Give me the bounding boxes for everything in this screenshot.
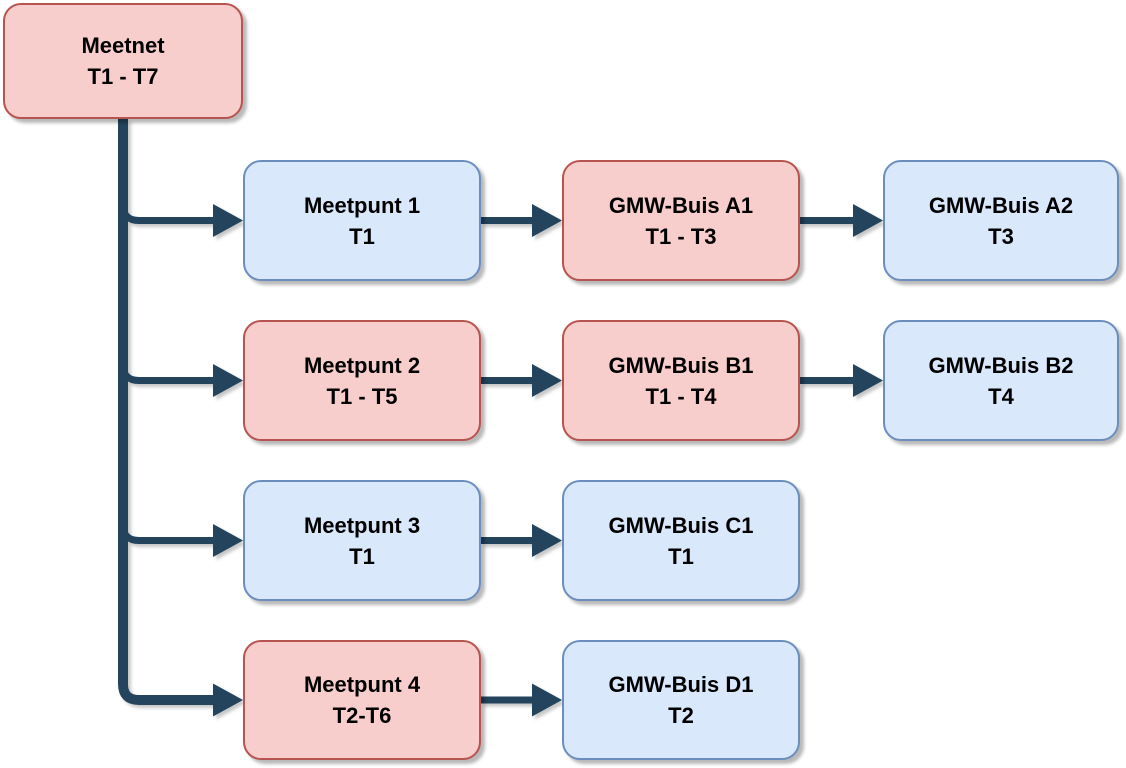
- arrowhead-meetnet-meetpunt-1: [213, 204, 243, 237]
- node-sublabel: T1 - T5: [326, 383, 398, 409]
- node-gmw-buis-a1: GMW-Buis A1 T1 - T3: [562, 160, 800, 281]
- node-sublabel: T4: [988, 383, 1014, 409]
- node-gmw-buis-c1: GMW-Buis C1 T1: [562, 480, 800, 601]
- node-gmw-buis-a2: GMW-Buis A2 T3: [883, 160, 1119, 281]
- node-sublabel: T3: [988, 223, 1014, 249]
- node-label: Meetpunt 3: [303, 512, 421, 538]
- node-sublabel: T1: [668, 543, 694, 569]
- edge-meetnet-meetpunt-1: [119, 204, 217, 224]
- node-meetpunt-1: Meetpunt 1 T1: [243, 160, 481, 281]
- node-gmw-buis-d1: GMW-Buis D1 T2: [562, 640, 800, 760]
- node-gmw-buis-b2: GMW-Buis B2 T4: [883, 320, 1119, 441]
- node-sublabel: T1 - T7: [87, 64, 159, 89]
- node-label: GMW-Buis C1: [608, 512, 754, 538]
- node-sublabel: T2-T6: [332, 703, 392, 728]
- node-meetpunt-3: Meetpunt 3 T1: [243, 480, 481, 601]
- edges-group: [118, 119, 883, 717]
- node-label: Meetpunt 1: [303, 192, 421, 218]
- node-sublabel: T1: [349, 543, 375, 569]
- arrowhead-meetpunt-4-gmw-buis-d1: [532, 683, 562, 717]
- node-sublabel: T1 - T3: [645, 223, 717, 249]
- arrowhead-meetnet-meetpunt-2: [213, 364, 243, 397]
- node-gmw-buis-b1: GMW-Buis B1 T1 - T4: [562, 320, 800, 441]
- arrowhead-meetpunt-1-gmw-buis-a1: [532, 204, 562, 237]
- arrowhead-gmw-buis-b1-gmw-buis-b2: [853, 364, 883, 397]
- node-label: GMW-Buis A2: [928, 192, 1074, 218]
- node-label: Meetpunt 4: [303, 672, 421, 697]
- arrowhead-meetnet-meetpunt-4: [213, 683, 243, 717]
- node-meetnet: Meetnet T1 - T7: [3, 3, 243, 119]
- node-label: GMW-Buis B2: [928, 352, 1074, 378]
- edge-meetnet-meetpunt-2: [119, 364, 217, 384]
- arrowhead-gmw-buis-a1-gmw-buis-a2: [853, 204, 883, 237]
- node-sublabel: T1: [349, 223, 375, 249]
- node-label: GMW-Buis A1: [608, 192, 754, 218]
- node-sublabel: T1 - T4: [645, 383, 717, 409]
- arrowhead-meetpunt-3-gmw-buis-c1: [532, 524, 562, 557]
- node-label: Meetnet: [81, 33, 165, 58]
- node-sublabel: T2: [668, 703, 694, 728]
- node-label: Meetpunt 2: [303, 352, 421, 378]
- node-label: GMW-Buis D1: [608, 672, 754, 697]
- edge-meetnet-meetpunt-3: [119, 524, 217, 544]
- arrowhead-meetnet-meetpunt-3: [213, 524, 243, 557]
- node-meetpunt-4: Meetpunt 4 T2-T6: [243, 640, 481, 760]
- arrowhead-meetpunt-2-gmw-buis-b1: [532, 364, 562, 397]
- edge-meetnet-meetpunt-4: [118, 119, 217, 705]
- node-meetpunt-2: Meetpunt 2 T1 - T5: [243, 320, 481, 441]
- node-label: GMW-Buis B1: [608, 352, 754, 378]
